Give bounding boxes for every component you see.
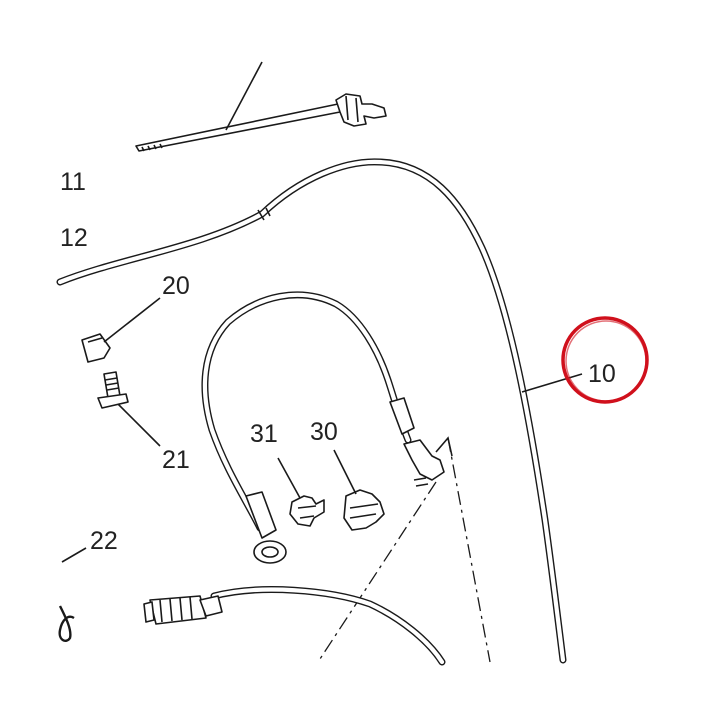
alignment-arrow: [435, 436, 453, 457]
leader-line-31: [277, 457, 301, 499]
hook-part-22: [58, 605, 75, 642]
alignment-line-b: [317, 481, 437, 663]
plug-part-20: [81, 333, 111, 363]
screw-part-21: [97, 371, 129, 409]
leader-line-21: [117, 403, 161, 447]
clip-part-31: [289, 495, 325, 527]
leader-line-11: [225, 61, 263, 131]
leader-line-20: [103, 297, 161, 343]
callout-12: 12: [60, 224, 88, 252]
callout-11: 11: [60, 168, 86, 196]
clip-part-30: [343, 489, 385, 531]
leader-line-10: [521, 373, 583, 393]
callout-21: 21: [162, 446, 190, 474]
leader-line-30: [333, 449, 357, 495]
callout-31: 31: [250, 420, 278, 448]
leader-line-22: [61, 547, 87, 563]
sensor-part: [143, 586, 446, 666]
callout-22: 22: [90, 527, 118, 555]
callout-30: 30: [310, 418, 338, 446]
alignment-line-a: [447, 437, 491, 663]
highlight-circle: [561, 316, 649, 404]
brake-line-10: [56, 158, 567, 664]
callout-10: 10: [588, 360, 616, 388]
hose-assembly: [201, 291, 445, 564]
highlight-circle-inner-stroke: [565, 320, 647, 402]
callout-20: 20: [162, 272, 190, 300]
cable-tie-part: [135, 93, 387, 152]
